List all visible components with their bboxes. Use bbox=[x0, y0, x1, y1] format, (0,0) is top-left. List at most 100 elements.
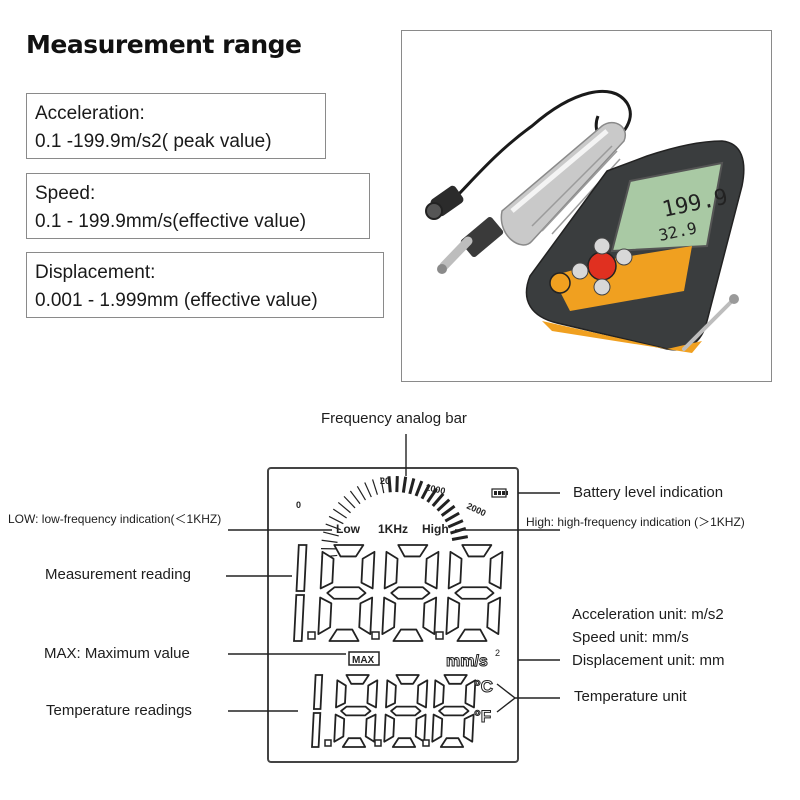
frequency-bar-segment bbox=[426, 487, 438, 503]
frequency-bar-segment bbox=[408, 478, 416, 495]
scale-label-20: 20 bbox=[380, 476, 390, 486]
lcd-segment bbox=[345, 674, 370, 685]
frequency-bar-segment bbox=[420, 483, 431, 500]
callout-displacement-unit: Displacement unit: mm bbox=[572, 652, 725, 669]
lcd-segment bbox=[461, 544, 493, 558]
frequency-bar-segment bbox=[364, 482, 372, 498]
unit-superscript: 2 bbox=[495, 648, 500, 658]
lcd-decimal-point bbox=[435, 631, 444, 640]
lcd-segment bbox=[312, 674, 324, 710]
lcd-segment bbox=[443, 674, 468, 685]
lcd-segment bbox=[414, 713, 427, 743]
hold-button-icon bbox=[587, 251, 617, 281]
lcd-diagram-art: 0 20 1000 2000 Low 1KHz High MAX mm/s 2 … bbox=[226, 434, 560, 748]
lcd-segment bbox=[328, 628, 360, 642]
high-indicator: High bbox=[422, 522, 449, 536]
lcd-segment bbox=[462, 713, 475, 743]
max-badge-frame bbox=[348, 651, 380, 666]
spec-value: 0.1 -199.9m/s2( peak value) bbox=[35, 131, 272, 152]
spec-value: 0.1 - 199.9mm/s(effective value) bbox=[35, 211, 307, 232]
lcd-segment bbox=[333, 713, 346, 743]
lcd-segment bbox=[317, 596, 333, 636]
lcd-decimal-point bbox=[422, 739, 430, 747]
frequency-bar-segment bbox=[447, 519, 464, 529]
lcd-segment bbox=[456, 628, 488, 642]
frequency-bar-segment bbox=[325, 523, 341, 531]
low-indicator: Low bbox=[336, 522, 361, 536]
frequency-bar-segment bbox=[444, 511, 460, 523]
lcd-segment bbox=[340, 705, 372, 717]
callout-measurement-reading: Measurement reading bbox=[45, 566, 191, 583]
frequency-bar-segment bbox=[395, 475, 399, 493]
lcd-segment bbox=[358, 596, 374, 636]
callout-speed-unit: Speed unit: mm/s bbox=[572, 629, 689, 646]
callout-high-frequency: High: high-frequency indication (＞1KHZ) bbox=[526, 515, 745, 529]
frequency-bar-segment bbox=[451, 535, 469, 541]
spec-acceleration: Acceleration: 0.1 -199.9m/s2( peak value… bbox=[26, 93, 326, 159]
lcd-segment bbox=[416, 679, 429, 709]
power-button-icon bbox=[549, 272, 571, 294]
probe-tip-accessory-icon bbox=[682, 294, 739, 351]
vibrometer-illustration: 199.9 32.9 bbox=[425, 89, 745, 353]
callout-max-value: MAX: Maximum value bbox=[44, 645, 190, 662]
scale-label-2000: 2000 bbox=[465, 501, 487, 519]
lcd-segment bbox=[335, 679, 347, 709]
scale-label-0: 0 bbox=[296, 500, 301, 510]
spec-displacement: Displacement: 0.001 - 1.999mm (effective… bbox=[26, 252, 384, 318]
lcd-segment bbox=[390, 705, 422, 717]
lcd-segment bbox=[385, 679, 397, 709]
lcd-segment bbox=[360, 550, 376, 590]
lcd-segment bbox=[383, 550, 399, 590]
lcd-segment bbox=[366, 679, 379, 709]
lcd-segment bbox=[422, 596, 438, 636]
vibration-probe bbox=[437, 121, 627, 274]
lcd-segment bbox=[293, 594, 305, 642]
page-title: Measurement range bbox=[26, 30, 302, 59]
product-photo: 199.9 32.9 bbox=[401, 30, 772, 382]
lcd-segment bbox=[311, 712, 322, 748]
lcd-segment bbox=[391, 737, 417, 748]
battery-icon bbox=[491, 488, 508, 498]
frequency-bar-segment bbox=[356, 485, 366, 501]
lcd-segment bbox=[333, 544, 365, 558]
unit-indicator: mm/s bbox=[446, 653, 488, 670]
frequency-bar-segment bbox=[349, 490, 361, 505]
frequency-analog-bar bbox=[321, 475, 469, 558]
frequency-bar-segment bbox=[401, 476, 408, 493]
scale-label-1000: 1000 bbox=[425, 482, 447, 496]
celsius-indicator: °C bbox=[474, 677, 493, 696]
khz-indicator: 1KHz bbox=[378, 522, 408, 536]
lcd-segment bbox=[381, 596, 397, 636]
cable-connector-icon bbox=[425, 185, 464, 220]
frequency-bar-segment bbox=[431, 492, 445, 507]
frequency-bar-segment bbox=[380, 477, 385, 494]
lcd-segment bbox=[326, 586, 367, 600]
frequency-bar-segment bbox=[337, 502, 351, 514]
lcd-decimal-point bbox=[371, 631, 380, 640]
lcd-segment bbox=[364, 713, 377, 743]
max-badge: MAX bbox=[352, 655, 375, 666]
lcd-segment bbox=[439, 737, 465, 748]
lcd-segment bbox=[464, 679, 477, 709]
frequency-bar-segment bbox=[332, 508, 347, 519]
lcd-segment bbox=[341, 737, 367, 748]
lcd-segment bbox=[486, 596, 502, 636]
frequency-bar-segment bbox=[372, 479, 378, 495]
lcd-segment bbox=[295, 544, 308, 592]
frequency-bar-segment bbox=[343, 495, 356, 509]
callout-low-frequency: LOW: low-frequency indication(＜1KHZ) bbox=[8, 512, 222, 526]
lcd-segment bbox=[447, 550, 463, 590]
lcd-segment bbox=[392, 628, 424, 642]
lcd-decimal-point bbox=[307, 631, 316, 640]
temperature-digits bbox=[311, 674, 477, 748]
lcd-segment bbox=[319, 550, 335, 590]
frequency-bar-segment bbox=[450, 527, 467, 535]
frequency-bar-segment bbox=[387, 476, 392, 493]
frequency-bar-segment bbox=[414, 480, 424, 497]
lcd-segment bbox=[424, 550, 440, 590]
lcd-segment bbox=[433, 679, 445, 709]
fahrenheit-indicator: °F bbox=[474, 707, 491, 726]
frequency-bar-segment bbox=[328, 515, 344, 525]
lcd-segment bbox=[454, 586, 495, 600]
lcd-segment bbox=[395, 674, 420, 685]
